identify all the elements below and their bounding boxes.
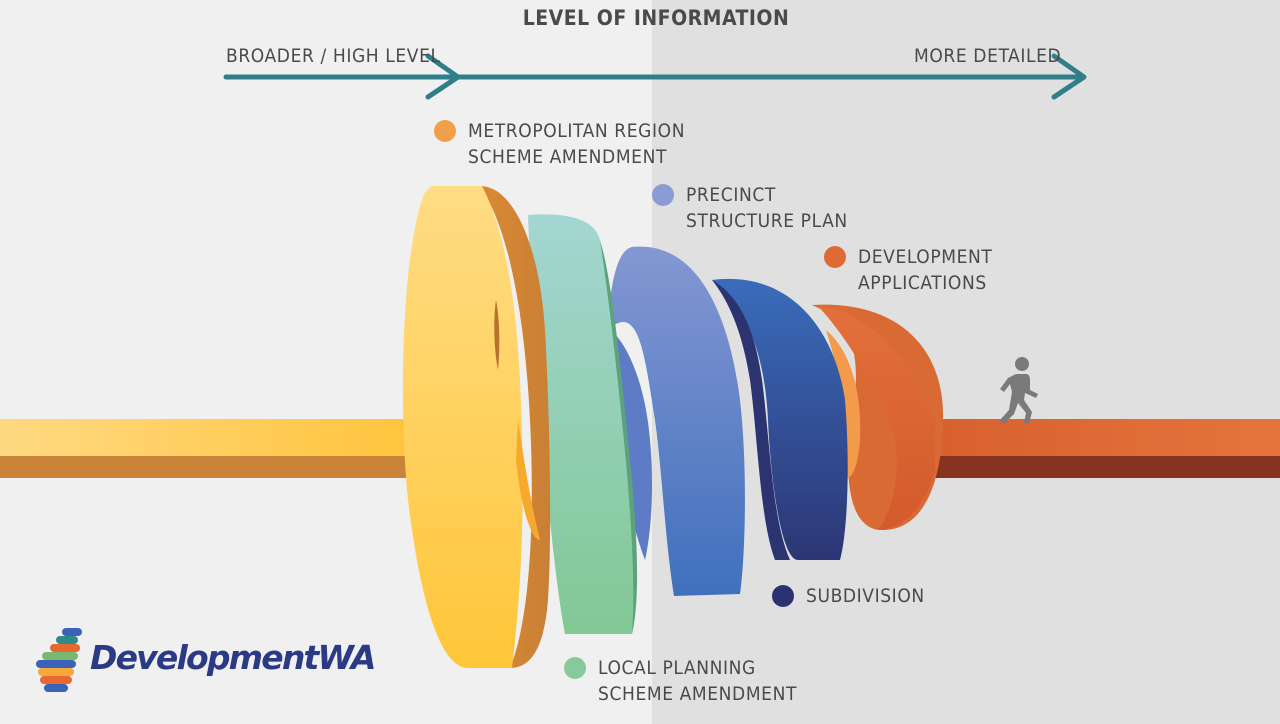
coil-local-planning-scheme-amendment [528, 214, 638, 635]
axis-label-broader-text: BROADER / HIGH LEVEL [226, 45, 441, 67]
subdivision-dot [772, 585, 794, 607]
development-wa-logo: DevelopmentWA [34, 626, 376, 696]
axis-label-more-detailed-text: MORE DETAILED [914, 45, 1062, 67]
local-planning-scheme-dot [564, 657, 586, 679]
stage-label-line: SCHEME AMENDMENT [598, 683, 797, 705]
walking-person-icon [1000, 357, 1038, 424]
stage-label-line: APPLICATIONS [858, 272, 987, 294]
stage-label-line: LOCAL PLANNING [598, 657, 756, 679]
local-planning-scheme-label: LOCAL PLANNING SCHEME AMENDMENT [598, 655, 797, 707]
axis-label-broader: BROADER / HIGH LEVEL [226, 43, 441, 69]
precinct-structure-plan-dot [652, 184, 674, 206]
logo-mark-icon [36, 628, 82, 692]
logo-text: DevelopmentWA [90, 638, 376, 677]
coil-metropolitan-region-scheme-amendment [402, 186, 551, 668]
outgoing-ribbon [930, 419, 1280, 478]
development-applications-label: DEVELOPMENT APPLICATIONS [858, 244, 992, 296]
stage-label-line: PRECINCT [686, 184, 776, 206]
axis-label-more-detailed: MORE DETAILED [914, 43, 1061, 69]
metropolitan-region-dot [434, 120, 456, 142]
subdivision-label: SUBDIVISION [806, 583, 925, 609]
diagram-title: LEVEL OF INFORMATION [522, 6, 790, 30]
coil-subdivision [712, 278, 848, 560]
detail-axis-arrow [223, 53, 1087, 100]
metropolitan-region-label: METROPOLITAN REGION SCHEME AMENDMENT [468, 118, 685, 170]
stage-label-line: DEVELOPMENT [858, 246, 993, 268]
stage-label-line: SCHEME AMENDMENT [468, 146, 667, 168]
precinct-structure-plan-label: PRECINCT STRUCTURE PLAN [686, 182, 848, 234]
stage-label-line: METROPOLITAN REGION [468, 120, 686, 142]
incoming-ribbon [0, 419, 412, 478]
development-applications-dot [824, 246, 846, 268]
stage-label-line: STRUCTURE PLAN [686, 210, 848, 232]
stage-label-line: SUBDIVISION [806, 585, 925, 607]
